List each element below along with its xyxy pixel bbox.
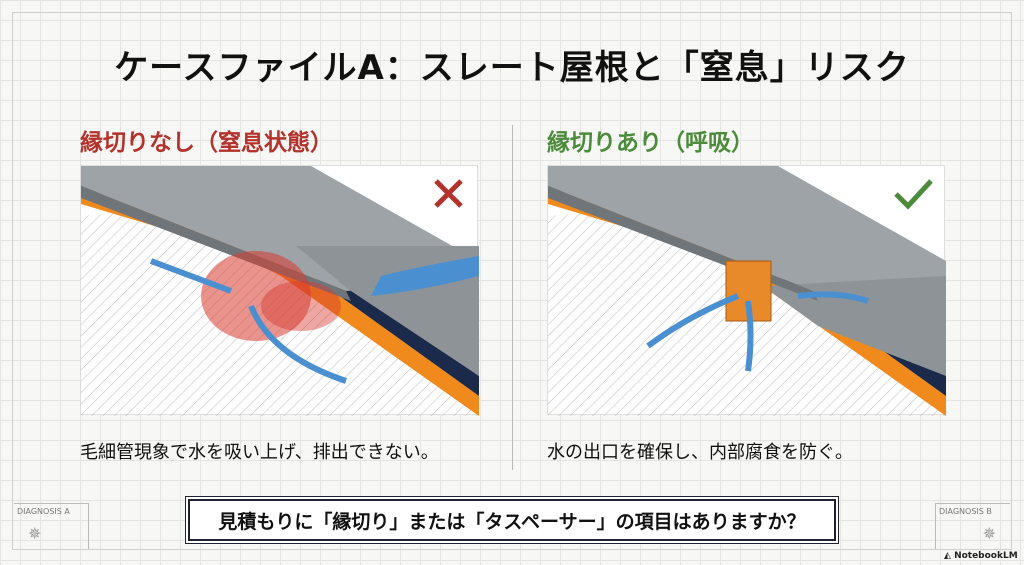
diagnosis-a-tab: DIAGNOSIS A ✵: [14, 503, 89, 549]
illustration-no-gap: [80, 165, 479, 416]
slide-title: ケースファイルA：スレート屋根と「窒息」リスク: [114, 48, 910, 88]
left-caption: 毛細管現象で水を吸い上げ、排出できない。: [80, 442, 439, 463]
right-heading: 縁切りあり（呼吸）: [547, 130, 754, 156]
diagnosis-b-tab: DIAGNOSIS B ✵: [935, 503, 1010, 549]
compass-icon: ✵: [28, 524, 42, 543]
brand-name: NotebookLM: [954, 551, 1018, 561]
diagnosis-a-label: DIAGNOSIS A: [17, 507, 70, 516]
diagnosis-b-label: DIAGNOSIS B: [939, 507, 992, 516]
question-box: 見積もりに「縁切り」または「タスペーサー」の項目はありますか？: [188, 499, 836, 541]
notebooklm-icon: ◭: [944, 551, 955, 561]
divider: [512, 125, 513, 470]
illustration-with-gap: [547, 165, 946, 416]
right-caption: 水の出口を確保し、内部腐食を防ぐ。: [547, 442, 853, 463]
slide-frame: [12, 12, 1012, 550]
question-text: 見積もりに「縁切り」または「タスペーサー」の項目はありますか？: [218, 510, 806, 533]
left-heading: 縁切りなし（窒息状態）: [80, 130, 333, 156]
brand-logo: ◭ NotebookLM: [944, 551, 1018, 561]
compass-icon: ✵: [982, 524, 996, 543]
check-icon: [894, 179, 933, 210]
cross-icon: [434, 179, 463, 208]
